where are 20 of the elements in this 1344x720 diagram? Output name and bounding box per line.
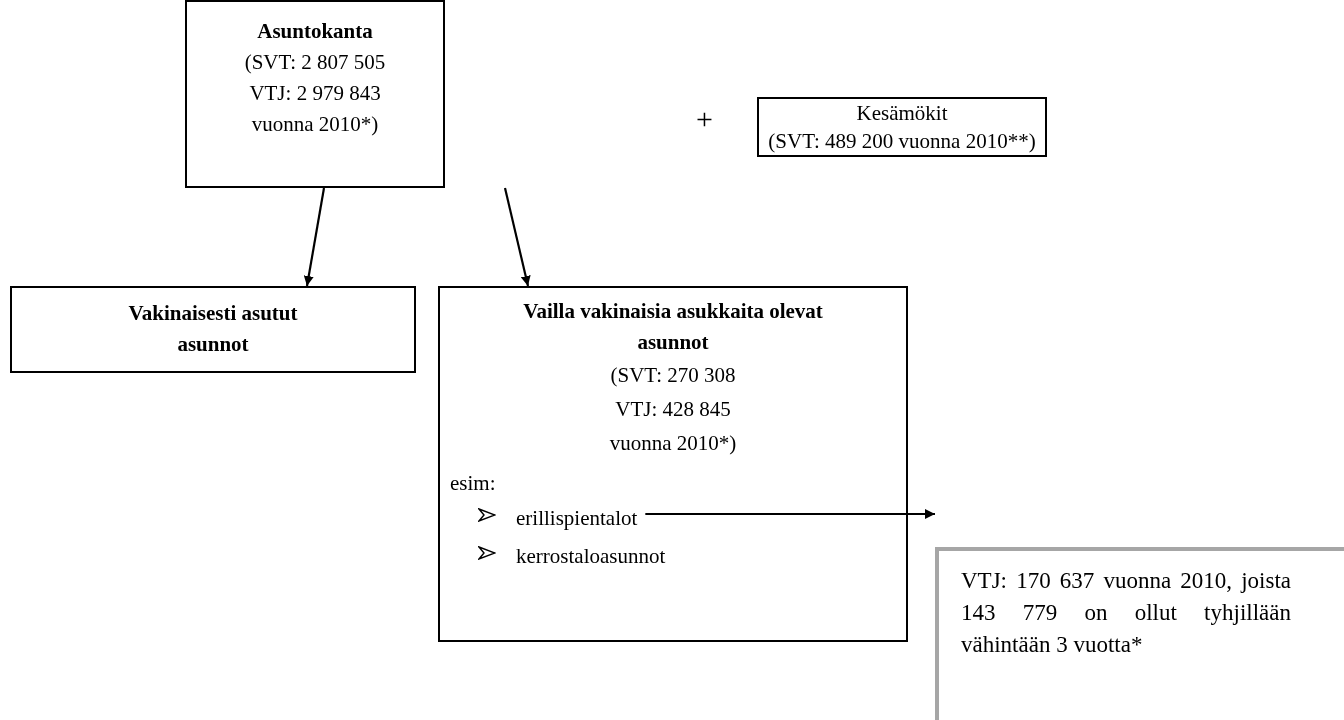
process-box: [185, 0, 445, 188]
process-box: [438, 286, 908, 642]
process-box: [10, 286, 416, 373]
plus-sign: +: [696, 104, 713, 134]
list-item: kerrostaloasunnot: [516, 544, 666, 568]
process-box: [757, 97, 1047, 157]
arrow: [503, 187, 531, 287]
box-text: esim:: [449, 470, 497, 497]
note-text: VTJ: 170 637 vuonna 2010, joista 143 779 on ollut tyhjillään vähintään 3 vuotta*: [961, 567, 1291, 659]
box-text: (SVT: 2 807 505 VTJ: 2 979 843 vuonna 2010*): [243, 49, 387, 138]
box-heading: Asuntokanta: [256, 18, 374, 45]
box-text: (SVT: 489 200 vuonna 2010**): [767, 128, 1037, 155]
note-box: [935, 547, 1344, 720]
box-heading: Vailla vakinaisia asukkaita olevat asunnot: [522, 298, 824, 356]
box-text: Kesämökit: [855, 100, 949, 127]
box-heading: Vakinaisesti asutut asunnot: [127, 300, 299, 358]
list-item: erillispientalot: [516, 506, 638, 530]
arrow: [303, 187, 326, 287]
box-text: (SVT: 270 308 VTJ: 428 845 vuonna 2010*): [608, 362, 738, 457]
arrow: [645, 509, 935, 519]
